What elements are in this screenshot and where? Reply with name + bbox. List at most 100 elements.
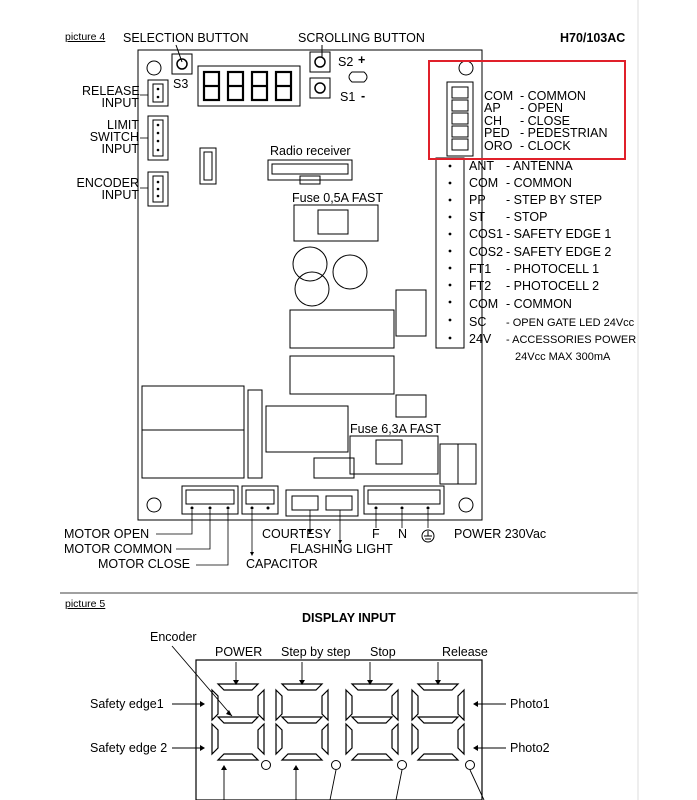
fuse1-label: Fuse 0,5A FAST xyxy=(292,191,384,205)
terminal-code: FT1 xyxy=(469,262,492,276)
terminal-code: COS2 xyxy=(469,245,504,259)
n-label: N xyxy=(398,527,408,541)
s1-button xyxy=(314,82,326,94)
f-label: F xyxy=(372,527,380,541)
encoder-connector xyxy=(147,171,169,207)
terminal-desc: - STOP xyxy=(506,210,548,224)
capacitor-3 xyxy=(294,271,330,307)
conn-desc: - PEDESTRIAN xyxy=(520,126,608,140)
mount-hole-tl xyxy=(146,60,162,76)
motor-open-label: MOTOR OPEN xyxy=(64,527,150,541)
conn-desc: - CLOCK xyxy=(520,139,571,153)
conn-code: ORO xyxy=(484,139,513,153)
terminal-code: ANT xyxy=(469,159,494,173)
safety-edge1-label: Safety edge1 xyxy=(90,697,164,711)
s2-button xyxy=(314,56,326,68)
limit-switch-label-2: SWITCH xyxy=(89,130,139,144)
motor-close-label: MOTOR CLOSE xyxy=(98,557,191,571)
terminal-desc: - STEP BY STEP xyxy=(506,193,603,207)
encoder-input-label-1: ENCODER xyxy=(76,176,139,190)
input-connector xyxy=(446,81,474,157)
big-digits xyxy=(211,683,465,761)
picture4-caption: picture 4 xyxy=(65,31,106,43)
limit-switch-label-3: INPUT xyxy=(101,142,140,156)
terminal-code: COM xyxy=(469,176,499,190)
s1-label: S1 xyxy=(340,90,356,104)
fuse-large xyxy=(349,435,439,475)
minus-sign: - xyxy=(361,89,366,103)
encoder-input-label-2: INPUT xyxy=(101,188,140,202)
terminal-desc: - SAFETY EDGE 1 xyxy=(506,227,612,241)
mount-hole-tr xyxy=(458,60,474,76)
selection-button-label: SELECTION BUTTON xyxy=(123,31,249,45)
transformer xyxy=(265,405,349,453)
relay-1 xyxy=(289,309,395,349)
motor-common-label: MOTOR COMMON xyxy=(64,542,173,556)
mount-hole-bl xyxy=(146,497,162,513)
capacitor-connector xyxy=(241,485,279,515)
s3-leader xyxy=(175,44,183,63)
conn-code: CH xyxy=(484,114,503,128)
terminal-desc: - ANTENNA xyxy=(506,159,573,173)
courtesy-label: COURTESY xyxy=(262,527,332,541)
release-connector xyxy=(147,79,169,107)
capacitor-label: CAPACITOR xyxy=(246,557,318,571)
big-relay-1 xyxy=(141,385,245,431)
terminal-code: ST xyxy=(469,210,485,224)
flashing-light-label: FLASHING LIGHT xyxy=(290,542,393,556)
mount-hole-br xyxy=(458,497,474,513)
terminal-desc: - COMMON xyxy=(506,176,572,190)
courtesy-flashing-connector xyxy=(285,489,359,517)
terminal-desc: - OPEN GATE LED 24Vcc xyxy=(506,317,635,329)
conn-desc: - OPEN xyxy=(520,101,564,115)
plus-minus-loop xyxy=(348,71,368,83)
capacitor-2 xyxy=(332,254,368,290)
limit-switch-connector xyxy=(147,115,169,161)
s3-label: S3 xyxy=(173,77,189,91)
display-frame xyxy=(195,659,483,800)
terminal-desc: - COMMON xyxy=(506,297,572,311)
s2-label: S2 xyxy=(338,55,354,69)
power-led-label: POWER xyxy=(215,645,263,659)
model-label: H70/103AC xyxy=(560,31,626,45)
relay-2 xyxy=(289,355,395,395)
board-display xyxy=(197,65,301,107)
terminal-code: COM xyxy=(469,297,499,311)
conn-code: AP xyxy=(484,101,501,115)
s3-button-box xyxy=(171,53,193,75)
terminal-code: COS1 xyxy=(469,227,504,241)
stop-label: Stop xyxy=(370,645,396,659)
fuse-small xyxy=(293,204,379,242)
display-input-title: DISPLAY INPUT xyxy=(302,611,396,625)
fuse2-label: Fuse 6,3A FAST xyxy=(350,422,442,436)
terminal-desc: - PHOTOCELL 1 xyxy=(506,262,600,276)
power-label: POWER 230Vac xyxy=(454,527,547,541)
terminal-desc: - SAFETY EDGE 2 xyxy=(506,245,612,259)
terminal-desc: - PHOTOCELL 2 xyxy=(506,279,600,293)
release-label: Release xyxy=(442,645,488,659)
pcb-outline xyxy=(137,49,483,521)
s3-button xyxy=(176,58,188,70)
limit-switch-label-1: LIMIT xyxy=(107,118,139,132)
radio-receiver xyxy=(267,159,353,181)
photo2-label: Photo2 xyxy=(510,741,550,755)
conn-desc: - CLOSE xyxy=(520,114,571,128)
conn-code: PED xyxy=(484,126,510,140)
terminal-code: 24V xyxy=(469,332,492,346)
photo1-label: Photo1 xyxy=(510,697,550,711)
conn-desc: - COMMON xyxy=(520,89,586,103)
plus-sign: + xyxy=(358,53,366,67)
power-connector xyxy=(363,485,445,515)
step-by-step-label: Step by step xyxy=(281,645,351,659)
terminal-code: FT2 xyxy=(469,279,492,293)
release-input-label-2: INPUT xyxy=(101,96,140,110)
capacitor-1 xyxy=(292,246,328,282)
terminal-desc: - ACCESSORIES POWER xyxy=(506,334,637,346)
conn-code: COM xyxy=(484,89,514,103)
big-relay-2 xyxy=(141,429,245,479)
radio-receiver-label: Radio receiver xyxy=(270,144,351,158)
picture5-caption: picture 5 xyxy=(65,598,106,610)
scrolling-button-label: SCROLLING BUTTON xyxy=(298,31,425,45)
